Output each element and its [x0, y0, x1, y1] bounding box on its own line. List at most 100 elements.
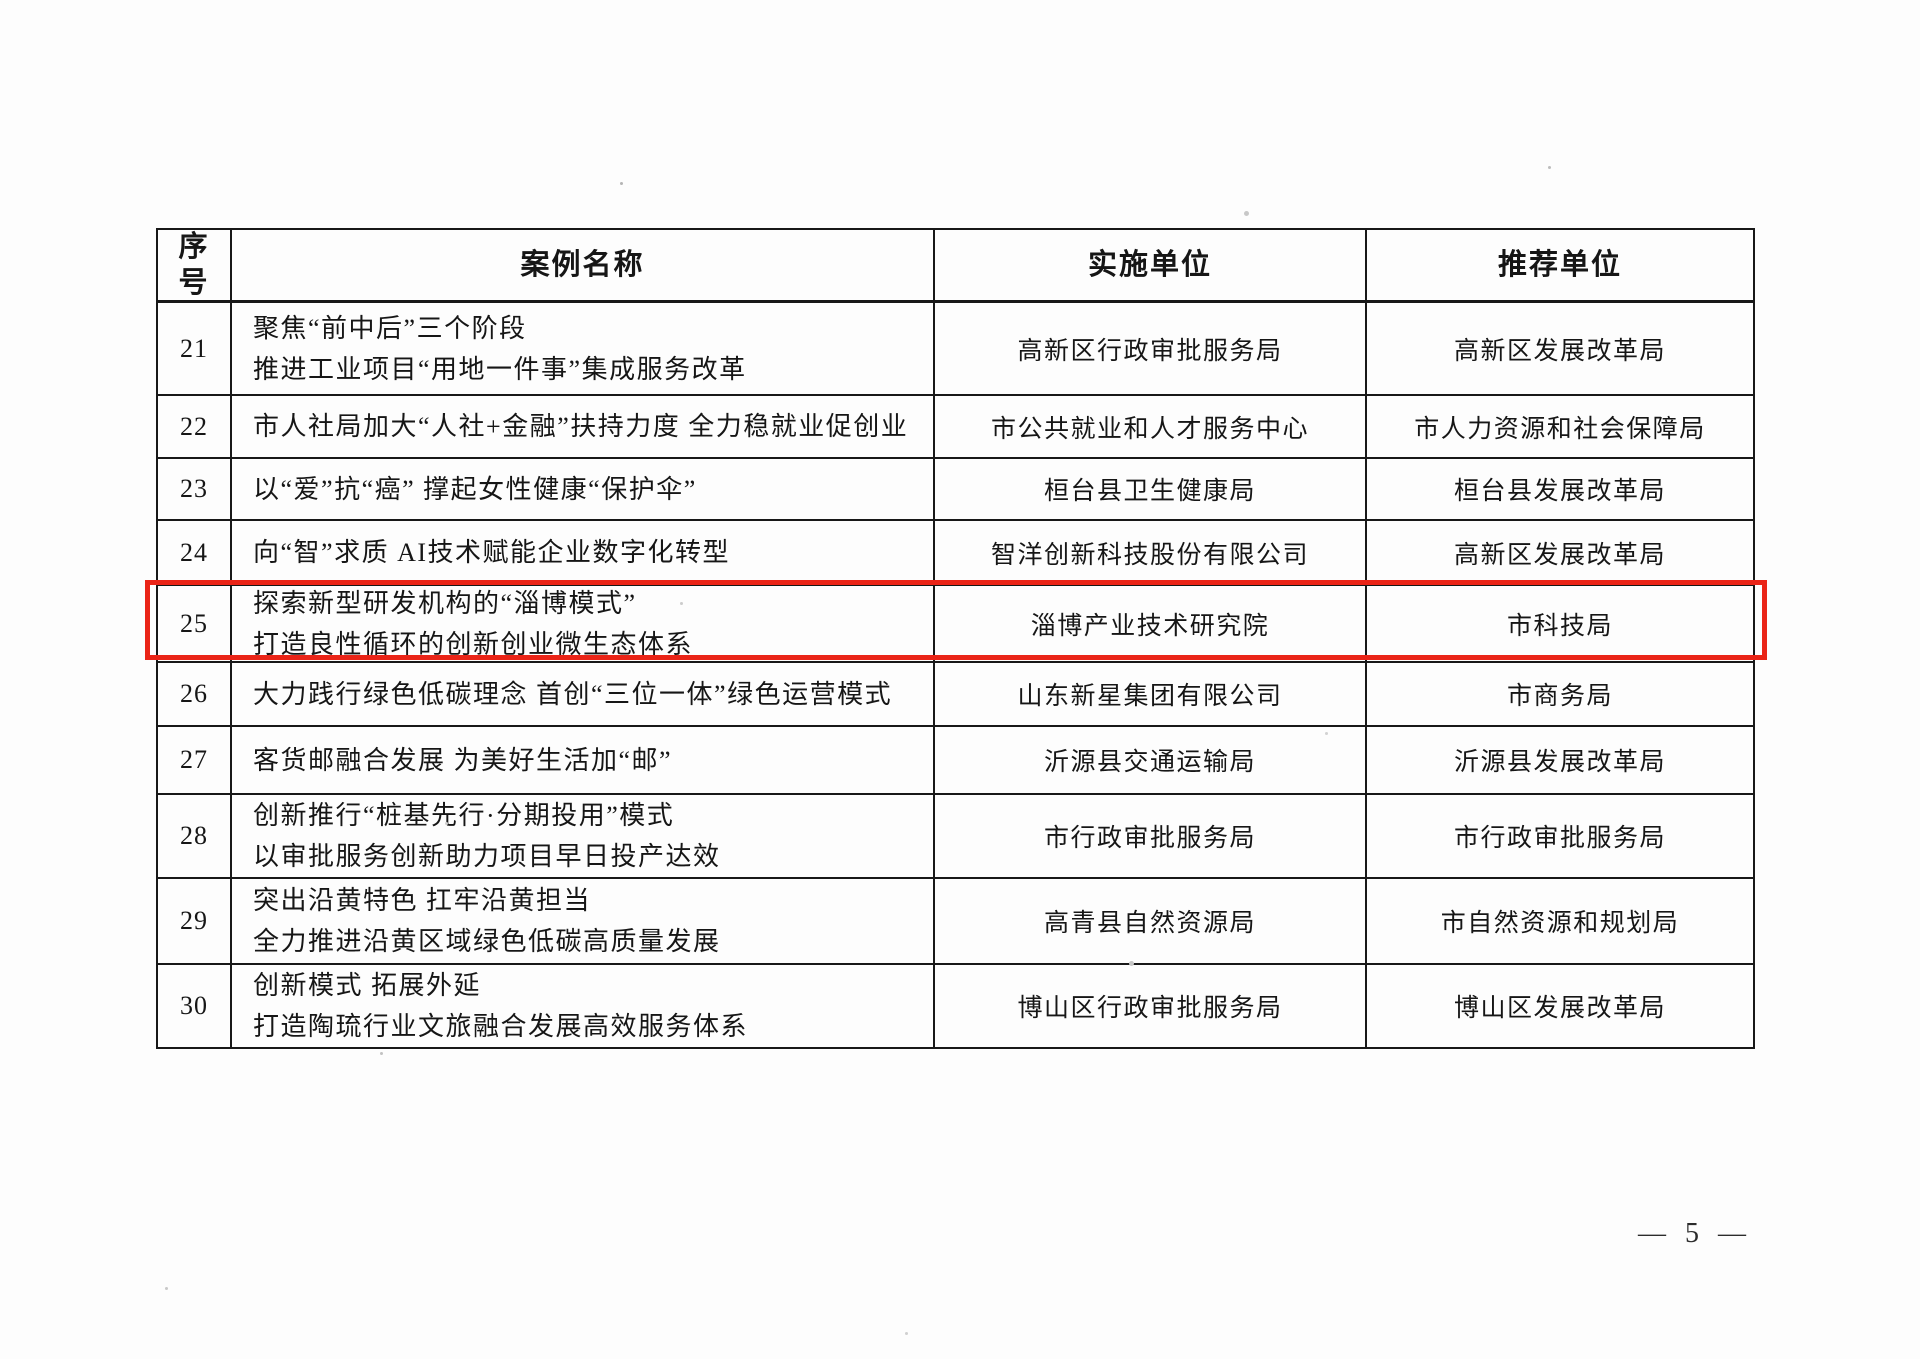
header-case-name: 案例名称	[232, 230, 935, 303]
case-name-line: 打造陶琉行业文旅融合发展高效服务体系	[253, 1012, 749, 1041]
row-number-cell: 25	[158, 586, 232, 663]
row-number-cell: 26	[158, 663, 232, 727]
table-row: 27 客货邮融合发展 为美好生活加“邮” 沂源县交通运输局 沂源县发展改革局	[158, 727, 1753, 795]
implementer-cell: 市公共就业和人才服务中心	[935, 396, 1367, 459]
implementer-name: 高青县自然资源局	[1043, 910, 1256, 937]
header-recommender-label: 推荐单位	[1497, 249, 1622, 281]
case-name-cell: 聚焦“前中后”三个阶段推进工业项目“用地一件事”集成服务改革	[232, 303, 935, 396]
table-row-highlighted: 25 探索新型研发机构的“淄博模式” 打造良性循环的创新创业微生态体系 淄博产业技术研…	[158, 586, 1753, 663]
implementer-name: 市公共就业和人才服务中心	[990, 415, 1309, 443]
implementer-cell: 高新区行政审批服务局	[935, 303, 1367, 396]
header-implementer-label: 实施单位	[1087, 249, 1212, 281]
row-number-cell: 29	[158, 879, 232, 965]
row-number-cell: 30	[158, 965, 232, 1047]
case-name-line: 探索新型研发机构的“淄博模式”	[253, 588, 637, 618]
row-number-cell: 28	[158, 795, 232, 879]
row-number-cell: 23	[158, 459, 232, 521]
recommender-name: 博山区发展改革局	[1453, 995, 1666, 1022]
case-name-cell: 创新推行“桩基先行·分期投用”模式以审批服务创新助力项目早日投产达效	[232, 795, 935, 879]
case-name-line: 突出沿黄特色 扛牢沿黄担当	[253, 886, 592, 915]
recommender-cell: 市商务局	[1367, 663, 1753, 727]
table-row: 28 创新推行“桩基先行·分期投用”模式以审批服务创新助力项目早日投产达效 市行政审…	[158, 795, 1753, 879]
recommender-cell: 市自然资源和规划局	[1367, 879, 1753, 965]
scan-noise-speckles	[620, 182, 623, 185]
recommender-name: 市行政审批服务局	[1453, 825, 1666, 852]
implementer-name: 淄博产业技术研究院	[1030, 612, 1270, 640]
case-name-line: 向“智”求质 AI技术赋能企业数字化转型	[253, 538, 731, 567]
implementer-name: 桓台县卫生健康局	[1043, 478, 1256, 505]
recommender-cell: 市行政审批服务局	[1367, 795, 1753, 879]
implementer-cell: 博山区行政审批服务局	[935, 965, 1367, 1047]
row-number-cell: 24	[158, 521, 232, 586]
table-header-row: 序号 案例名称 实施单位 推荐单位	[158, 230, 1753, 303]
implementer-cell: 市行政审批服务局	[935, 795, 1367, 879]
implementer-cell: 山东新星集团有限公司	[935, 663, 1367, 727]
case-name-cell: 客货邮融合发展 为美好生活加“邮”	[232, 727, 935, 795]
row-number: 25	[180, 608, 208, 638]
recommender-name: 沂源县发展改革局	[1453, 749, 1666, 776]
case-name-line: 以审批服务创新助力项目早日投产达效	[253, 842, 721, 871]
case-name-line: 大力践行绿色低碳理念 首创“三位一体”绿色运营模式	[253, 679, 893, 709]
row-number-cell: 21	[158, 303, 232, 396]
implementer-name: 沂源县交通运输局	[1043, 749, 1256, 776]
case-name-line: 打造良性循环的创新创业微生态体系	[253, 629, 694, 659]
recommender-name: 市人力资源和社会保障局	[1414, 415, 1706, 443]
row-number: 29	[180, 906, 208, 935]
header-index-line: 序	[178, 231, 210, 263]
implementer-cell: 桓台县卫生健康局	[935, 459, 1367, 521]
recommender-name: 市科技局	[1506, 612, 1613, 640]
header-index-line: 号	[178, 267, 210, 299]
recommender-cell: 高新区发展改革局	[1367, 521, 1753, 586]
case-name-line: 推进工业项目“用地一件事”集成服务改革	[253, 354, 747, 384]
row-number: 23	[180, 474, 208, 503]
recommender-name: 桓台县发展改革局	[1453, 478, 1666, 505]
table-row: 26 大力践行绿色低碳理念 首创“三位一体”绿色运营模式 山东新星集团有限公司 市商务…	[158, 663, 1753, 727]
table-row: 23 以“爱”抗“癌” 撑起女性健康“保护伞” 桓台县卫生健康局 桓台县发展改革局	[158, 459, 1753, 521]
recommender-cell: 沂源县发展改革局	[1367, 727, 1753, 795]
case-name-cell: 以“爱”抗“癌” 撑起女性健康“保护伞”	[232, 459, 935, 521]
recommender-name: 高新区发展改革局	[1453, 337, 1666, 365]
row-number: 27	[180, 745, 208, 774]
row-number-cell: 27	[158, 727, 232, 795]
recommender-cell: 市人力资源和社会保障局	[1367, 396, 1753, 459]
implementer-name: 市行政审批服务局	[1043, 825, 1256, 852]
recommender-cell: 桓台县发展改革局	[1367, 459, 1753, 521]
case-name-cell: 向“智”求质 AI技术赋能企业数字化转型	[232, 521, 935, 586]
case-name-line: 创新推行“桩基先行·分期投用”模式	[253, 801, 675, 830]
recommender-cell: 博山区发展改革局	[1367, 965, 1753, 1047]
recommender-name: 市自然资源和规划局	[1440, 910, 1680, 937]
header-recommender: 推荐单位	[1367, 230, 1753, 303]
row-number: 30	[180, 991, 208, 1020]
case-name-cell: 大力践行绿色低碳理念 首创“三位一体”绿色运营模式	[232, 663, 935, 727]
row-number: 26	[180, 679, 208, 708]
case-name-line: 市人社局加大“人社+金融”扶持力度 全力稳就业促创业	[253, 412, 909, 441]
implementer-cell: 沂源县交通运输局	[935, 727, 1367, 795]
case-name-cell: 突出沿黄特色 扛牢沿黄担当全力推进沿黄区域绿色低碳高质量发展	[232, 879, 935, 965]
recommender-cell: 市科技局	[1367, 586, 1753, 663]
case-name-cell: 探索新型研发机构的“淄博模式” 打造良性循环的创新创业微生态体系	[232, 586, 935, 663]
case-name-line: 聚焦“前中后”三个阶段	[253, 313, 527, 343]
recommender-name: 高新区发展改革局	[1453, 541, 1666, 569]
case-name-line: 客货邮融合发展 为美好生活加“邮”	[253, 745, 673, 775]
row-number: 28	[180, 821, 208, 850]
header-index: 序号	[158, 230, 232, 303]
header-case-name-label: 案例名称	[520, 249, 645, 281]
case-name-line: 创新模式 拓展外延	[253, 971, 482, 1000]
case-name-cell: 市人社局加大“人社+金融”扶持力度 全力稳就业促创业	[232, 396, 935, 459]
case-name-line: 以“爱”抗“癌” 撑起女性健康“保护伞”	[253, 474, 697, 504]
implementer-name: 山东新星集团有限公司	[1017, 683, 1283, 710]
table-row: 22 市人社局加大“人社+金融”扶持力度 全力稳就业促创业 市公共就业和人才服务中心…	[158, 396, 1753, 459]
case-name-line: 全力推进沿黄区域绿色低碳高质量发展	[253, 927, 721, 956]
recommender-cell: 高新区发展改革局	[1367, 303, 1753, 396]
row-number: 24	[180, 537, 208, 567]
implementer-name: 高新区行政审批服务局	[1017, 337, 1283, 365]
row-number: 22	[180, 411, 208, 441]
case-name-cell: 创新模式 拓展外延打造陶琉行业文旅融合发展高效服务体系	[232, 965, 935, 1047]
page-number: — 5 —	[1638, 1218, 1752, 1249]
implementer-cell: 高青县自然资源局	[935, 879, 1367, 965]
table-row: 29 突出沿黄特色 扛牢沿黄担当全力推进沿黄区域绿色低碳高质量发展 高青县自然资源局…	[158, 879, 1753, 965]
